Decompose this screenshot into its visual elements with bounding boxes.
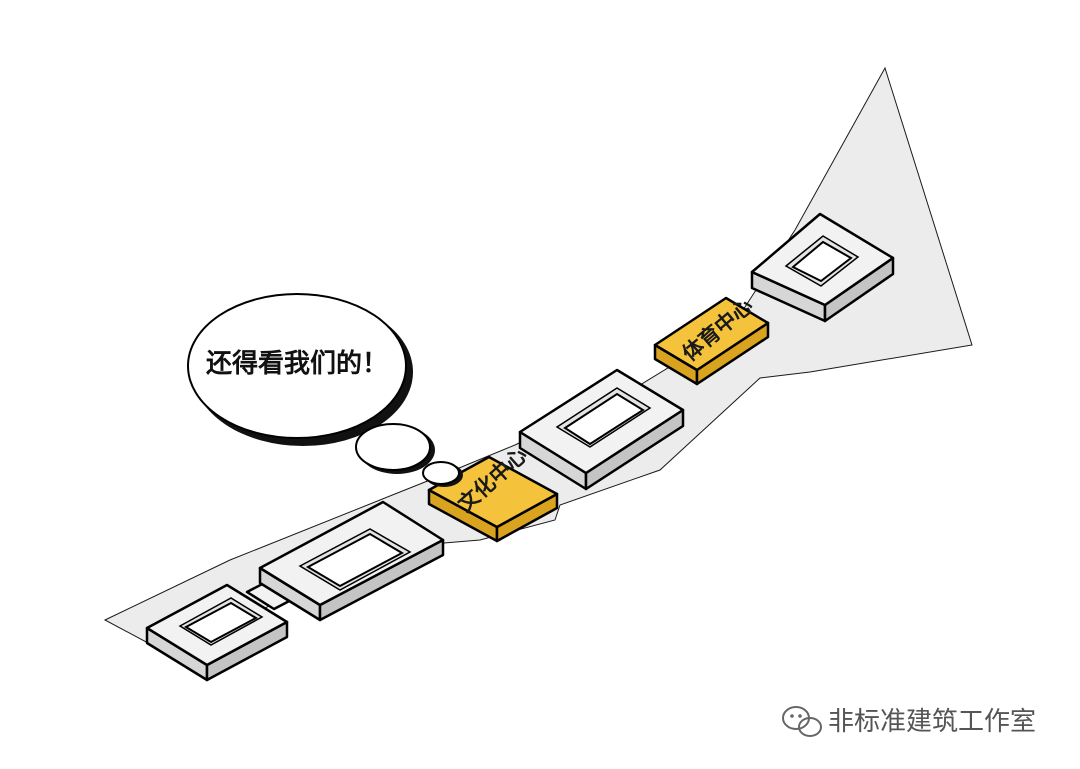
sports-center-building[interactable]: 体育中心 <box>653 293 770 386</box>
building-upper-courtyard <box>750 212 895 323</box>
building-middle-courtyard <box>518 368 685 491</box>
bubble-text: 还得看我们的！ <box>206 348 388 379</box>
wechat-icon <box>782 706 822 737</box>
thought-bubble: 还得看我们的！ <box>187 293 463 487</box>
building-small-courtyard <box>145 583 289 682</box>
building-large-courtyard <box>258 500 445 622</box>
watermark: 非标准建筑工作室 <box>782 706 1036 737</box>
watermark-text: 非标准建筑工作室 <box>828 707 1036 737</box>
